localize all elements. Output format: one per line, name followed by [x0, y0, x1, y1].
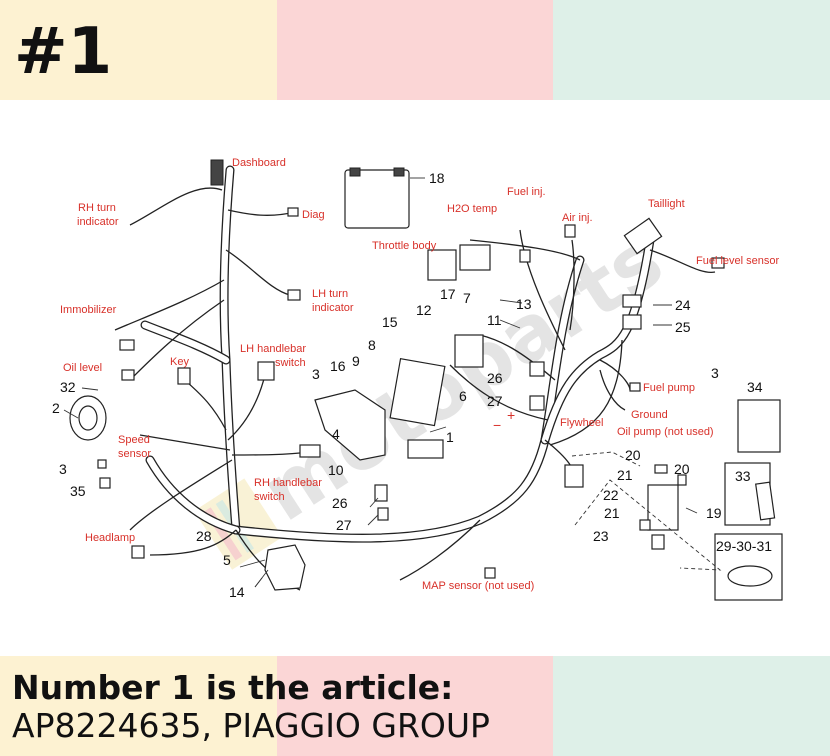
- label-ground: Ground: [631, 409, 668, 421]
- label-speed-sensor-2: sensor: [118, 448, 151, 460]
- label-taillight: Taillight: [648, 198, 685, 210]
- num-10: 10: [328, 462, 344, 478]
- label-lh-handlebar-1: LH handlebar: [240, 343, 306, 355]
- num-12: 12: [416, 302, 432, 318]
- wiring-harness-diagram: motoparts: [52, 157, 783, 601]
- component-labels: Dashboard Diag RH turn indicator LH turn…: [60, 157, 779, 592]
- num-5: 5: [223, 552, 231, 568]
- num-2: 2: [52, 400, 60, 416]
- label-lh-turn-2: indicator: [312, 302, 354, 314]
- components: [69, 159, 783, 601]
- num-20b: 20: [674, 461, 690, 477]
- num-22: 22: [603, 487, 619, 503]
- num-19: 19: [706, 505, 722, 521]
- label-headlamp: Headlamp: [85, 532, 135, 544]
- top-color-band: [0, 0, 830, 100]
- part-numbers: 18 17 7 12 11 13 15 8 9 16 3 4 10 1 6 26…: [52, 170, 772, 600]
- num-8: 8: [368, 337, 376, 353]
- label-oil-level: Oil level: [63, 362, 102, 374]
- num-3c: 3: [59, 461, 67, 477]
- label-throttle-body: Throttle body: [372, 240, 437, 252]
- num-21a: 21: [617, 467, 633, 483]
- label-lh-handlebar-2: switch: [275, 357, 306, 369]
- num-14: 14: [229, 584, 245, 600]
- bottom-color-band: [0, 656, 830, 756]
- label-speed-sensor-1: Speed: [118, 434, 150, 446]
- label-fuel-level-sensor: Fuel level sensor: [696, 255, 779, 267]
- num-9: 9: [352, 353, 360, 369]
- label-dashboard: Dashboard: [232, 157, 286, 169]
- label-air-inj: Air inj.: [562, 212, 593, 224]
- num-20a: 20: [625, 447, 641, 463]
- num-27a: 27: [487, 393, 503, 409]
- num-16: 16: [330, 358, 346, 374]
- num-11: 11: [487, 312, 502, 328]
- num-15: 15: [382, 314, 398, 330]
- label-oil-pump: Oil pump (not used): [617, 426, 714, 438]
- num-33: 33: [735, 468, 751, 484]
- label-fuel-pump: Fuel pump: [643, 382, 695, 394]
- num-18: 18: [429, 170, 445, 186]
- article-caption-part-number: AP8224635, PIAGGIO GROUP: [12, 706, 490, 745]
- num-26a: 26: [487, 370, 503, 386]
- num-1: 1: [446, 429, 454, 445]
- num-25: 25: [675, 319, 691, 335]
- label-fuel-inj: Fuel inj.: [507, 186, 546, 198]
- num-13: 13: [516, 296, 532, 312]
- item-number-badge: #1: [14, 15, 113, 89]
- num-26b: 26: [332, 495, 348, 511]
- article-caption-heading: Number 1 is the article:: [12, 668, 454, 707]
- num-27b: 27: [336, 517, 352, 533]
- num-3b: 3: [711, 365, 719, 381]
- num-7: 7: [463, 290, 471, 306]
- label-diag: Diag: [302, 209, 325, 221]
- label-key: Key: [170, 356, 189, 368]
- terminal-minus: −: [493, 417, 501, 433]
- terminal-plus: +: [507, 407, 515, 423]
- num-23: 23: [593, 528, 609, 544]
- num-34: 34: [747, 379, 763, 395]
- num-32: 32: [60, 379, 76, 395]
- label-h2o-temp: H2O temp: [447, 203, 497, 215]
- num-28: 28: [196, 528, 212, 544]
- num-17: 17: [440, 286, 456, 302]
- label-rh-turn-1: RH turn: [78, 202, 116, 214]
- num-6: 6: [459, 388, 467, 404]
- label-rh-turn-2: indicator: [77, 216, 119, 228]
- label-map-sensor: MAP sensor (not used): [422, 580, 534, 592]
- label-immobilizer: Immobilizer: [60, 304, 117, 316]
- label-rh-handlebar-1: RH handlebar: [254, 477, 322, 489]
- label-flywheel: Flywheel: [560, 417, 603, 429]
- num-3a: 3: [312, 366, 320, 382]
- num-29-30-31: 29-30-31: [716, 538, 772, 554]
- num-24: 24: [675, 297, 691, 313]
- num-35: 35: [70, 483, 86, 499]
- num-21b: 21: [604, 505, 620, 521]
- label-lh-turn-1: LH turn: [312, 288, 348, 300]
- label-rh-handlebar-2: switch: [254, 491, 285, 503]
- num-4: 4: [332, 426, 340, 442]
- leader-lines: [63, 177, 698, 588]
